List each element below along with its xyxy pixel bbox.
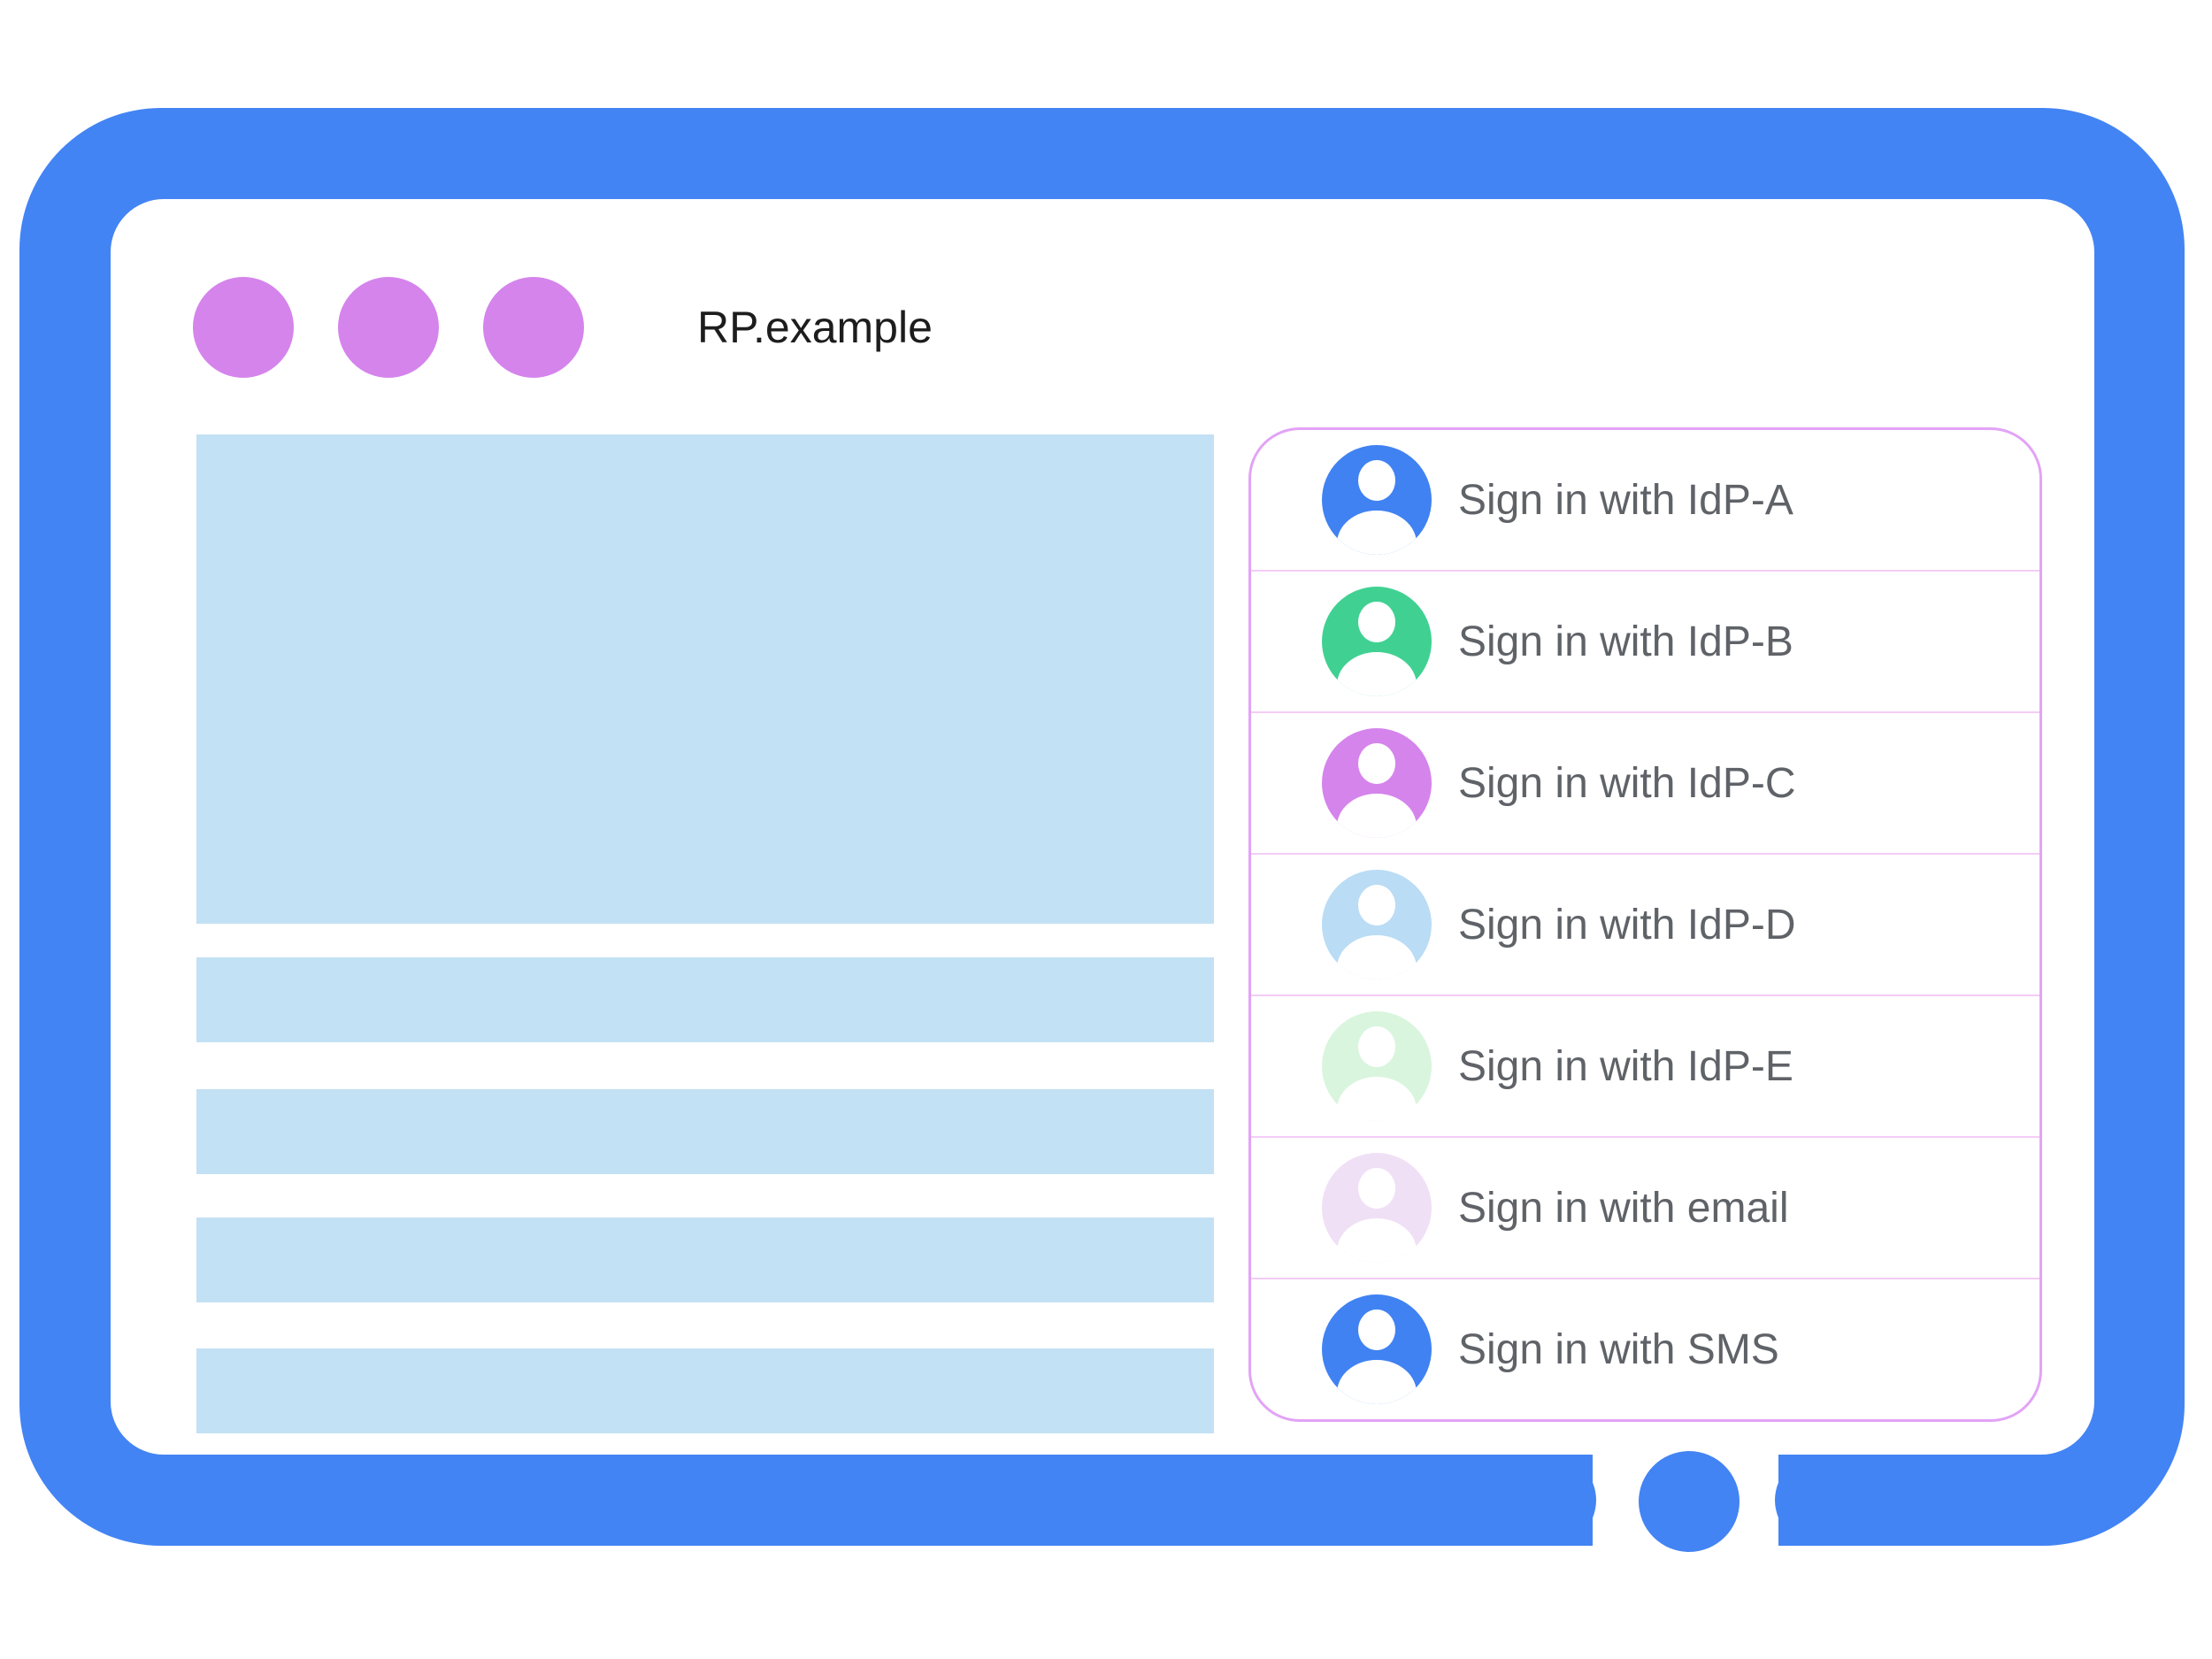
avatar-body [1337,511,1417,555]
avatar-head [1357,1310,1396,1351]
content-bar-placeholder [196,1089,1214,1174]
account-avatar-icon [1322,728,1432,838]
avatar-body [1337,935,1417,979]
window-dot-3[interactable] [483,277,584,378]
signin-option-3[interactable]: Sign in with IdP-C [1251,711,2039,853]
content-hero-placeholder [196,434,1214,924]
avatar-body [1337,1360,1417,1404]
avatar-head [1357,1168,1396,1210]
frame-cap-left [1460,1455,1596,1546]
avatar-body [1337,1077,1417,1121]
window-dot-2[interactable] [338,277,439,378]
signin-option-2[interactable]: Sign in with IdP-B [1251,570,2039,711]
account-avatar-icon [1322,1153,1432,1263]
avatar-head [1357,743,1396,785]
page-title: RP.example [697,303,933,352]
avatar-head [1357,602,1396,643]
avatar-head [1357,460,1396,502]
signin-option-label: Sign in with IdP-D [1458,901,1796,949]
signin-option-label: Sign in with IdP-A [1458,476,1793,524]
account-avatar-icon [1322,1011,1432,1121]
avatar-body [1337,652,1417,696]
frame-cap-right [1775,1455,1911,1546]
signin-option-label: Sign in with IdP-C [1458,759,1796,807]
avatar-body [1337,794,1417,838]
signin-option-6[interactable]: Sign in with email [1251,1136,2039,1278]
signin-option-7[interactable]: Sign in with SMS [1251,1278,2039,1419]
signin-option-label: Sign in with email [1458,1184,1789,1232]
content-bar-placeholder [196,1217,1214,1302]
signin-option-1[interactable]: Sign in with IdP-A [1251,430,2039,570]
avatar-head [1357,885,1396,926]
signin-option-label: Sign in with IdP-B [1458,618,1793,665]
signin-option-5[interactable]: Sign in with IdP-E [1251,995,2039,1136]
account-avatar-icon [1322,870,1432,979]
signin-option-label: Sign in with IdP-E [1458,1042,1793,1090]
account-avatar-icon [1322,587,1432,696]
signin-option-4[interactable]: Sign in with IdP-D [1251,853,2039,995]
avatar-head [1357,1026,1396,1068]
account-avatar-icon [1322,1294,1432,1404]
account-avatar-icon [1322,445,1432,555]
content-bar-placeholder [196,957,1214,1042]
window-dot-1[interactable] [193,277,294,378]
signin-option-label: Sign in with SMS [1458,1325,1779,1373]
signin-panel: Sign in with IdP-A Sign in with IdP-B Sign… [1248,427,2042,1422]
titlebar: RP.example [193,276,933,379]
home-button[interactable] [1639,1451,1740,1552]
avatar-body [1337,1218,1417,1263]
content-bar-placeholder [196,1348,1214,1433]
